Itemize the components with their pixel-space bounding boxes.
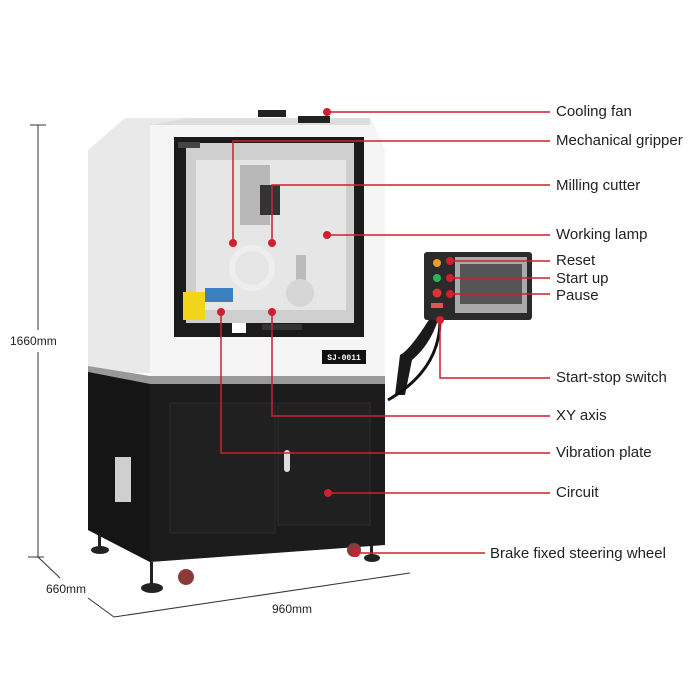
callout-working-lamp: Working lamp (556, 226, 648, 243)
callout-dots (217, 108, 454, 557)
callout-lines (220, 111, 550, 554)
model-plate-text: SJ-0011 (327, 354, 361, 363)
pause-button[interactable] (432, 288, 442, 298)
dimension-depth: 660mm (46, 582, 87, 596)
callout-start-stop-switch: Start-stop switch (556, 369, 667, 386)
callout-circuit: Circuit (556, 484, 599, 501)
fan-vent (298, 116, 330, 123)
cabinet-handle (284, 450, 290, 472)
start-stop-switch[interactable] (431, 303, 443, 308)
callout-start-up: Start up (556, 270, 609, 287)
side-vent (115, 457, 131, 502)
callout-cooling-fan: Cooling fan (556, 103, 632, 120)
model-plate (322, 350, 366, 364)
caster-wheel (178, 569, 194, 585)
callout-vibration-plate: Vibration plate (556, 444, 652, 461)
dimension-width: 960mm (272, 602, 313, 616)
fan-vent (258, 110, 286, 117)
start-button[interactable] (433, 274, 441, 282)
callout-xy-axis: XY axis (556, 407, 607, 424)
panel-arm (395, 318, 438, 395)
dimension-lines (28, 124, 411, 618)
callout-mechanical-gripper: Mechanical gripper (556, 132, 683, 149)
reset-button[interactable] (433, 259, 441, 267)
callout-pause: Pause (556, 287, 599, 304)
callout-brake-wheel: Brake fixed steering wheel (490, 545, 666, 562)
callout-milling-cutter: Milling cutter (556, 177, 641, 194)
callout-reset: Reset (556, 252, 596, 269)
dimension-height: 1660mm (10, 334, 57, 348)
